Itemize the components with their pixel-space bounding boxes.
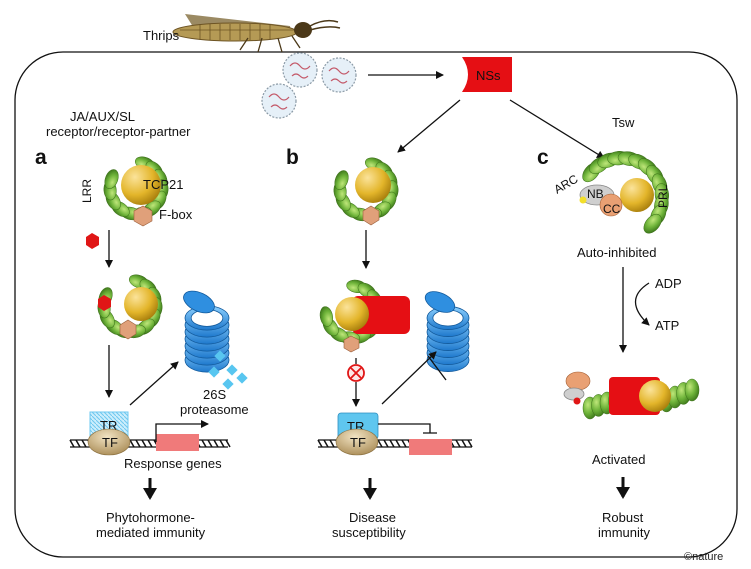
outcome-c-line2: immunity — [598, 525, 651, 540]
tsw-label: Tsw — [612, 115, 635, 130]
thrips-label: Thrips — [143, 28, 180, 43]
repression-bar — [378, 423, 437, 434]
nature-credit: ©nature — [684, 551, 723, 563]
adp-atp-exchange-arrow — [634, 282, 650, 326]
nss-label: NSs — [476, 68, 501, 83]
state-autoinhibited: Auto-inhibited — [577, 245, 657, 260]
outcome-b-line2: susceptibility — [332, 525, 406, 540]
proteasome-label-line1: 26S — [203, 387, 226, 402]
tf-label-b: TF — [350, 435, 366, 450]
proteasome-icon-b — [424, 291, 470, 372]
gene-box-b — [409, 439, 452, 455]
state-activated: Activated — [592, 452, 645, 467]
tf-protein — [87, 428, 131, 456]
prl-label: PRL — [656, 184, 670, 208]
response-gene-box — [156, 434, 199, 451]
nss-protein — [462, 57, 512, 92]
adp-label: ADP — [655, 276, 682, 291]
outcome-b-line1: Disease — [349, 510, 396, 525]
panel-a-receptor-complex — [103, 156, 169, 227]
tsw-activated — [563, 371, 700, 420]
thrips-icon — [172, 14, 341, 53]
arrow-nss-to-c — [509, 99, 605, 159]
panel-b-nss-bound-complex — [319, 279, 410, 353]
tcp21-label: TCP21 — [143, 177, 183, 192]
outcome-a-line2: mediated immunity — [96, 525, 206, 540]
panel-b-letter: b — [286, 146, 299, 169]
response-genes-label: Response genes — [124, 456, 222, 471]
peptide-fragments — [208, 350, 248, 390]
outcome-c-line1: Robust — [602, 510, 644, 525]
fbox-label: F-box — [159, 207, 193, 222]
panel-c-letter: c — [537, 146, 549, 169]
proteasome-label-line2: proteasome — [180, 402, 249, 417]
transcription-arrow — [155, 420, 209, 442]
panel-a-bound-complex — [97, 274, 163, 340]
arrow-nss-to-b — [397, 99, 461, 153]
proteasome-icon — [183, 290, 230, 373]
outcome-a-line1: Phytohormone- — [106, 510, 195, 525]
receptor-label-line2: receptor/receptor-partner — [46, 124, 191, 139]
receptor-label-line1: JA/AUX/SL — [70, 109, 135, 124]
arrow-a-to-proteasome — [129, 361, 179, 406]
tf-protein-b — [335, 428, 379, 456]
cell-boundary — [14, 51, 738, 558]
tf-label: TF — [102, 435, 118, 450]
fbox-icon — [133, 205, 153, 227]
atp-label: ATP — [655, 318, 679, 333]
tcp21-protein — [121, 165, 161, 205]
blocked-hormone-icon — [347, 364, 365, 382]
hormone-icon — [86, 233, 99, 249]
cc-label: CC — [603, 202, 621, 216]
inhibition-bar-proteasome — [427, 355, 447, 381]
panel-a-letter: a — [35, 146, 47, 169]
arrow-b-to-proteasome — [381, 351, 437, 405]
tsw-autoinhibited — [579, 151, 669, 234]
arc-label: ARC — [552, 172, 581, 197]
nb-label: NB — [587, 187, 604, 201]
panel-b-receptor-complex — [333, 157, 399, 226]
lrr-label: LRR — [80, 179, 94, 203]
virus-particles — [261, 52, 357, 119]
